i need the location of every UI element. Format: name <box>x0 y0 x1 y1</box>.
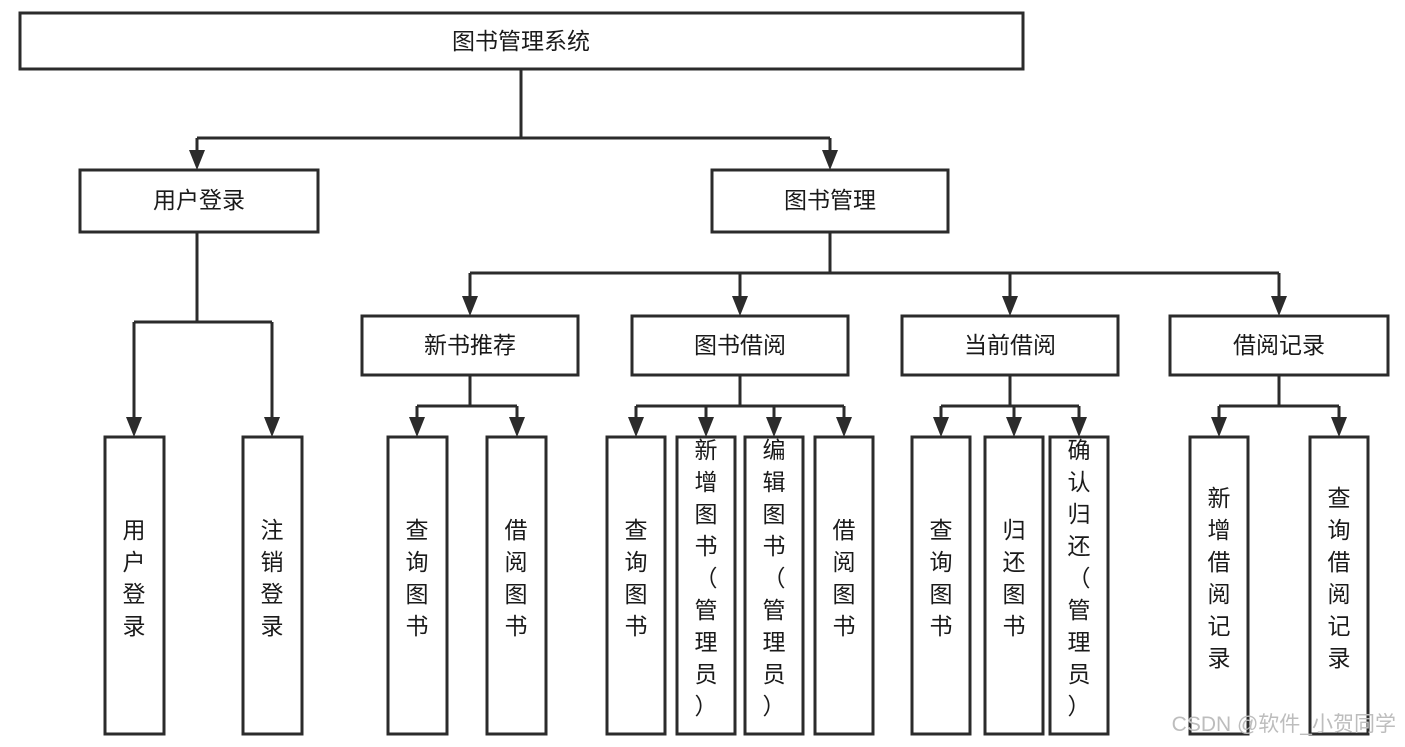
node-leaf-borrow-book-box <box>813 435 875 736</box>
node-leaf-confirm-return-admin-label: 确认归还（管理员） <box>1068 437 1091 719</box>
arrow-nbr-to-leaf-query-book <box>409 417 425 437</box>
node-leaf-query-book-current-label: 查询图书 <box>930 517 953 639</box>
node-leaf-query-book-rec-box <box>386 435 449 736</box>
arrow-ul-to-leaf-user-login <box>126 417 142 437</box>
node-leaf-add-book-admin-box <box>675 435 737 736</box>
arrow-root-to-user-login <box>189 150 205 170</box>
node-leaf-confirm-return-admin-box <box>1048 435 1110 736</box>
node-leaf-query-book-borrow[interactable]: 查询图书 <box>605 435 667 736</box>
node-borrow-record-box <box>1168 314 1390 377</box>
node-leaf-add-book-admin[interactable]: 新增图书（管理员） <box>675 435 737 736</box>
node-leaf-user-login[interactable]: 用户登录 <box>103 435 166 736</box>
node-leaf-query-book-current-box <box>910 435 972 736</box>
node-borrow-record-label: 借阅记录 <box>1233 332 1325 358</box>
node-leaf-borrow-book-rec-label: 借阅图书 <box>505 517 528 639</box>
node-leaf-borrow-book-rec[interactable]: 借阅图书 <box>485 435 548 736</box>
node-book-borrow[interactable]: 图书借阅 <box>630 314 850 377</box>
csdn-watermark: CSDN @软件_小贺同学 <box>1172 713 1396 736</box>
arrow-cb-to-leaf-confirm-return <box>1071 417 1087 437</box>
node-book-manage[interactable]: 图书管理 <box>710 168 950 234</box>
arrow-bm-to-book-borrow <box>732 296 748 316</box>
arrow-root-to-book-manage <box>822 150 838 170</box>
node-new-book-recommend[interactable]: 新书推荐 <box>360 314 580 377</box>
node-new-book-recommend-box <box>360 314 580 377</box>
node-leaf-add-borrow-record[interactable]: 新增借阅记录 <box>1188 435 1250 736</box>
node-leaf-add-borrow-record-label: 新增借阅记录 <box>1208 485 1231 671</box>
node-borrow-record[interactable]: 借阅记录 <box>1168 314 1390 377</box>
node-leaf-borrow-book[interactable]: 借阅图书 <box>813 435 875 736</box>
node-leaf-edit-book-admin-box <box>743 435 805 736</box>
node-leaf-user-logout-label: 注销登录 <box>261 517 284 639</box>
node-leaf-borrow-book-rec-box <box>485 435 548 736</box>
node-leaf-query-book-borrow-label: 查询图书 <box>625 517 648 639</box>
arrow-br-to-leaf-add-record <box>1211 417 1227 437</box>
node-leaf-return-book-label: 归还图书 <box>1003 517 1026 639</box>
arrow-nbr-to-leaf-borrow-book <box>509 417 525 437</box>
node-root[interactable]: 图书管理系统 <box>18 11 1025 71</box>
node-leaf-user-login-label: 用户登录 <box>123 517 146 639</box>
arrow-bb-to-leaf-query-book <box>628 417 644 437</box>
node-user-login-box <box>78 168 320 234</box>
arrow-bb-to-leaf-edit-book <box>766 417 782 437</box>
leaf-nodes-layer: 用户登录 注销登录 查询图书 借阅图书 查询图书 新增图书（管理员） 编辑图书（… <box>103 435 1370 736</box>
node-leaf-borrow-book-label: 借阅图书 <box>833 517 856 639</box>
node-leaf-query-book-current[interactable]: 查询图书 <box>910 435 972 736</box>
edges-layer <box>126 69 1347 437</box>
node-leaf-user-login-box <box>103 435 166 736</box>
node-leaf-return-book-box <box>983 435 1045 736</box>
node-current-borrow[interactable]: 当前借阅 <box>900 314 1120 377</box>
node-current-borrow-label: 当前借阅 <box>964 332 1056 358</box>
node-leaf-query-borrow-record[interactable]: 查询借阅记录 <box>1308 435 1370 736</box>
node-leaf-query-borrow-record-box <box>1308 435 1370 736</box>
node-leaf-add-book-admin-label: 新增图书（管理员） <box>695 437 718 719</box>
node-user-login[interactable]: 用户登录 <box>78 168 320 234</box>
node-leaf-add-borrow-record-box <box>1188 435 1250 736</box>
node-leaf-query-book-borrow-box <box>605 435 667 736</box>
arrow-ul-to-leaf-user-logout <box>264 417 280 437</box>
arrow-bm-to-new-book-recommend <box>462 296 478 316</box>
arrow-cb-to-leaf-query-book <box>933 417 949 437</box>
arrow-bb-to-leaf-add-book <box>698 417 714 437</box>
node-new-book-recommend-label: 新书推荐 <box>424 332 516 358</box>
node-leaf-user-logout[interactable]: 注销登录 <box>241 435 304 736</box>
arrow-cb-to-leaf-return-book <box>1006 417 1022 437</box>
arrow-bb-to-leaf-borrow-book <box>836 417 852 437</box>
node-leaf-query-borrow-record-label: 查询借阅记录 <box>1328 485 1351 671</box>
node-leaf-return-book[interactable]: 归还图书 <box>983 435 1045 736</box>
node-root-box <box>18 11 1025 71</box>
node-current-borrow-box <box>900 314 1120 377</box>
node-leaf-confirm-return-admin[interactable]: 确认归还（管理员） <box>1048 435 1110 736</box>
node-root-label: 图书管理系统 <box>452 28 590 54</box>
node-book-borrow-box <box>630 314 850 377</box>
node-leaf-edit-book-admin-label: 编辑图书（管理员） <box>763 437 786 719</box>
node-leaf-query-book-rec[interactable]: 查询图书 <box>386 435 449 736</box>
arrow-br-to-leaf-query-record <box>1331 417 1347 437</box>
node-leaf-query-book-rec-label: 查询图书 <box>406 517 429 639</box>
node-book-manage-box <box>710 168 950 234</box>
node-leaf-user-logout-box <box>241 435 304 736</box>
arrow-bm-to-borrow-record <box>1271 296 1287 316</box>
node-user-login-label: 用户登录 <box>153 187 245 213</box>
node-book-borrow-label: 图书借阅 <box>694 332 786 358</box>
node-book-manage-label: 图书管理 <box>784 187 876 213</box>
arrow-bm-to-current-borrow <box>1002 296 1018 316</box>
node-leaf-edit-book-admin[interactable]: 编辑图书（管理员） <box>743 435 805 736</box>
